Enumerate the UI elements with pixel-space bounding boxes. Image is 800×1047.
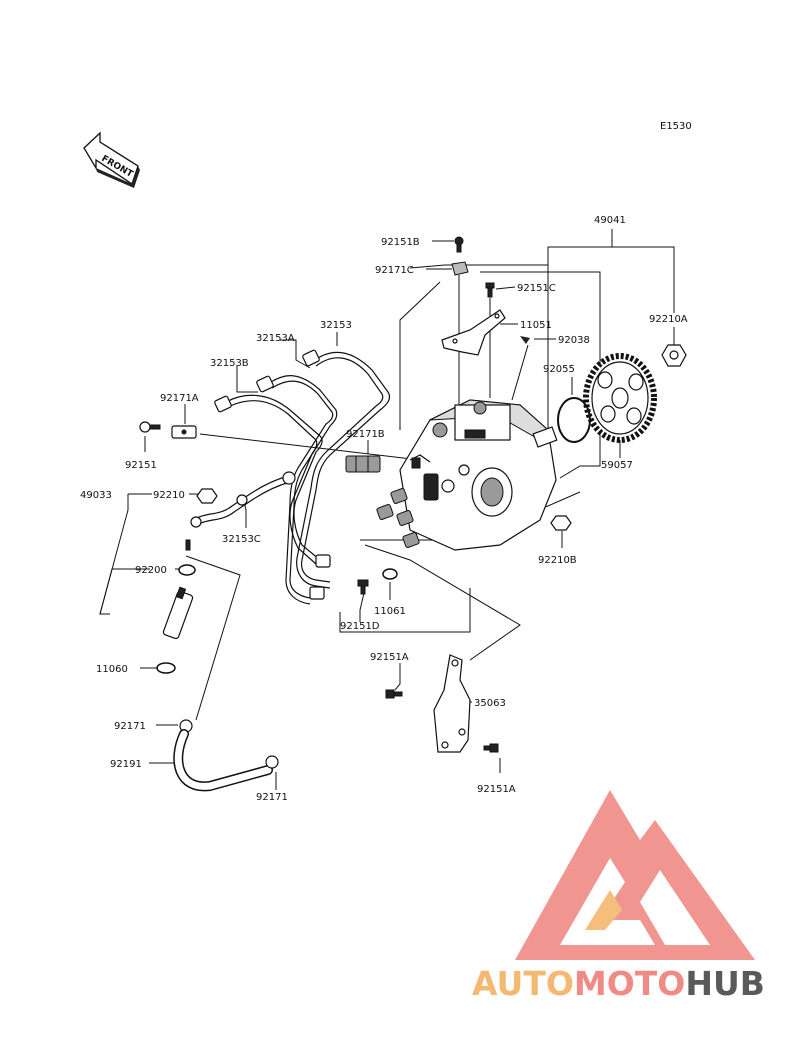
label-92151a-top: 92151A [370, 652, 409, 663]
label-92171-left: 92171 [114, 721, 146, 732]
label-92171a: 92171A [160, 393, 199, 404]
label-92055: 92055 [543, 364, 575, 375]
watermark-text: AUTOMOTOHUB [472, 964, 765, 1003]
bracket-35063 [385, 654, 499, 753]
label-92171-lower: 92171 [256, 792, 288, 803]
svg-text:AUTOMOTOHUB: AUTOMOTOHUB [472, 964, 765, 1003]
label-11061: 11061 [374, 606, 406, 617]
small-parts [139, 421, 572, 792]
part-labels: 49041 92151B 92171C 92151C 11051 92038 9… [80, 215, 688, 803]
label-92151c: 92151C [517, 283, 556, 294]
label-35063: 35063 [474, 698, 506, 709]
label-32153: 32153 [320, 320, 352, 331]
label-92171c: 92171C [375, 265, 414, 276]
watermark-logo-icon [515, 790, 755, 960]
watermark-moto: MOTO [574, 964, 685, 1003]
label-92210a: 92210A [649, 314, 688, 325]
injection-pump [376, 399, 558, 551]
nut-92210a [661, 344, 687, 367]
o-ring [557, 397, 591, 443]
label-92191: 92191 [110, 759, 142, 770]
label-92038: 92038 [558, 335, 590, 346]
label-59057: 59057 [601, 460, 633, 471]
label-92151b: 92151B [381, 237, 420, 248]
drive-gear [583, 353, 657, 443]
label-11051: 11051 [520, 320, 552, 331]
label-92151d: 92151D [340, 621, 380, 632]
label-49041: 49041 [594, 215, 626, 226]
label-92151a-bottom: 92151A [477, 784, 516, 795]
label-11060: 11060 [96, 664, 128, 675]
diagram-id: E1530 [660, 121, 692, 132]
label-92210b: 92210B [538, 555, 577, 566]
label-92151: 92151 [125, 460, 157, 471]
watermark-hub: HUB [685, 964, 765, 1003]
injection-pipes [214, 349, 391, 605]
governor-bracket [441, 236, 530, 356]
leak-off-pipe [185, 471, 296, 551]
label-92171b: 92171B [346, 429, 385, 440]
label-32153c: 32153C [222, 534, 261, 545]
watermark-auto: AUTO [472, 964, 574, 1003]
front-arrow-icon: FRONT [83, 131, 140, 188]
label-32153a: 32153A [256, 333, 295, 344]
label-49033: 49033 [80, 490, 112, 501]
label-92210: 92210 [153, 490, 185, 501]
label-32153b: 32153B [210, 358, 249, 369]
label-92200: 92200 [135, 565, 167, 576]
